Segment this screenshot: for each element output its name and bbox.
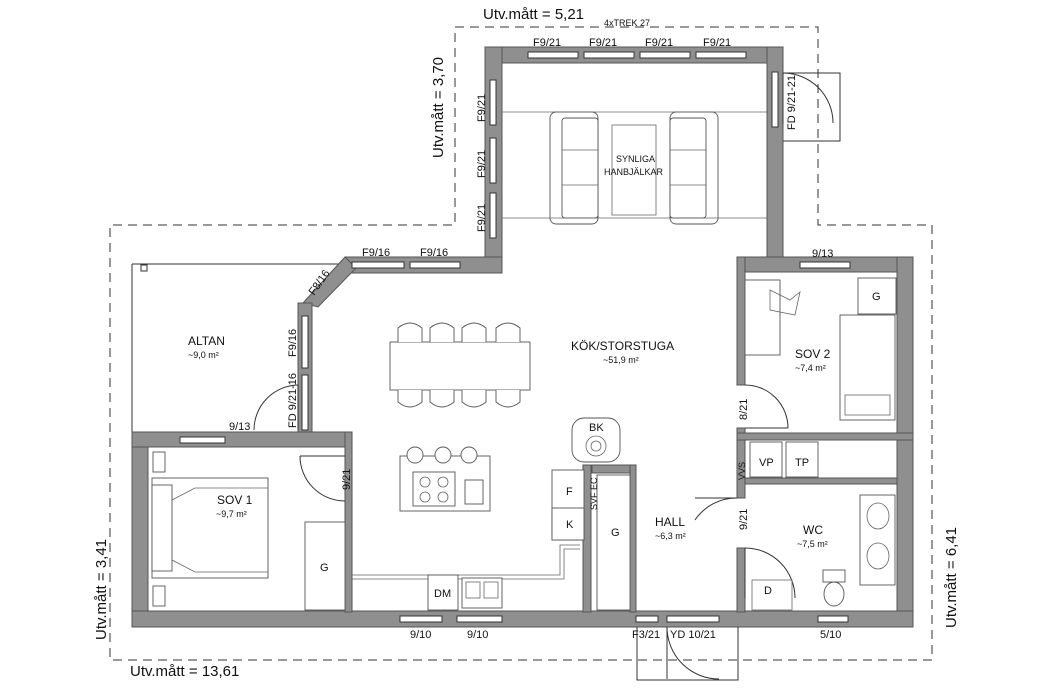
room-area-wc: ~7,5 m² bbox=[797, 539, 828, 549]
beams-label: 4xTREK 27 bbox=[604, 18, 650, 28]
door-label: 8/21 bbox=[738, 399, 750, 420]
ceiling-note: SYNLIGA bbox=[616, 154, 655, 164]
window-label: F9/21 bbox=[476, 94, 488, 122]
fixture-label: D bbox=[764, 585, 772, 597]
wardrobe-sov1 bbox=[304, 521, 346, 611]
wc-fixtures bbox=[751, 494, 896, 611]
fixture-label: G bbox=[611, 527, 620, 539]
door-label: 9/21 bbox=[738, 509, 750, 530]
laundry bbox=[749, 441, 819, 478]
room-area-sov1: ~9,7 m² bbox=[216, 509, 247, 519]
windows bbox=[179, 51, 851, 623]
beams bbox=[502, 111, 767, 219]
window-label: 9/10 bbox=[467, 629, 488, 641]
window-label: FD 9/21-16 bbox=[287, 373, 299, 428]
labels: Utv.mått = 5,21 Utv.mått = 3,70 Utv.mått… bbox=[93, 6, 960, 680]
dim-top: Utv.mått = 5,21 bbox=[483, 6, 584, 23]
window-label: F9/16 bbox=[287, 329, 299, 357]
room-area-sov2: ~7,4 m² bbox=[795, 363, 826, 373]
room-name-kok: KÖK/STORSTUGA bbox=[571, 339, 674, 353]
sofa-right bbox=[669, 111, 719, 225]
window-label: F9/21 bbox=[589, 37, 617, 49]
window-label: F9/21 bbox=[645, 37, 673, 49]
window-label: F9/16 bbox=[362, 247, 390, 259]
window-label: 9/13 bbox=[812, 248, 833, 260]
room-name-hall: HALL bbox=[655, 515, 685, 529]
window-label: 5/10 bbox=[820, 629, 841, 641]
window-label: F3/21 bbox=[632, 629, 660, 641]
dim-left-upper: Utv.mått = 3,70 bbox=[430, 57, 447, 158]
window-label: F9/21 bbox=[476, 204, 488, 232]
kitchen-island bbox=[399, 446, 491, 512]
ceiling-note: HANBJÄLKAR bbox=[604, 167, 664, 177]
door-label: 9/21 bbox=[341, 469, 353, 490]
hall-closet bbox=[596, 474, 631, 611]
bed-sov1 bbox=[151, 451, 269, 607]
kitchen-counter bbox=[352, 469, 585, 611]
fixture-label: G bbox=[872, 291, 881, 303]
room-area-altan: ~9,0 m² bbox=[188, 350, 219, 360]
window-label: F9/21 bbox=[533, 37, 561, 49]
room-name-sov1: SOV 1 bbox=[217, 493, 253, 507]
room-area-hall: ~6,3 m² bbox=[655, 531, 686, 541]
dim-left-lower: Utv.mått = 3,41 bbox=[93, 539, 110, 640]
window-label: YD 10/21 bbox=[670, 629, 716, 641]
room-name-sov2: SOV 2 bbox=[795, 347, 831, 361]
outer-dimension-lines bbox=[109, 26, 933, 661]
window-label: F9/21 bbox=[703, 37, 731, 49]
room-area-kok: ~51,9 m² bbox=[603, 355, 639, 365]
dining-set bbox=[389, 322, 531, 408]
fixture-label: DM bbox=[434, 588, 451, 600]
window-label: FD 9/21-21 bbox=[786, 75, 798, 130]
window-label: 9/10 bbox=[410, 629, 431, 641]
fixture-label: BK bbox=[589, 422, 604, 434]
dim-right: Utv.mått = 6,41 bbox=[943, 527, 960, 628]
room-name-wc: WC bbox=[803, 523, 823, 537]
dim-bottom: Utv.mått = 13,61 bbox=[130, 663, 239, 680]
stove bbox=[571, 417, 621, 463]
window-label: F9/21 bbox=[476, 150, 488, 178]
fixture-label: VP bbox=[759, 457, 774, 469]
fixture-label: G bbox=[320, 562, 329, 574]
window-label: F9/16 bbox=[420, 247, 448, 259]
fixture-label: TP bbox=[795, 457, 809, 469]
fixture-label: K bbox=[566, 519, 574, 531]
coffee-table bbox=[611, 124, 657, 216]
fixture-label: F bbox=[566, 486, 573, 498]
room-name-altan: ALTAN bbox=[188, 334, 225, 348]
fixture-label: VVS bbox=[737, 462, 747, 480]
fixture-label: SVF EC bbox=[589, 477, 599, 510]
sov2-furniture bbox=[744, 277, 897, 421]
doors bbox=[253, 72, 841, 681]
furniture bbox=[151, 111, 897, 611]
altan-outline bbox=[131, 263, 345, 432]
sofa-left bbox=[549, 111, 599, 225]
window-label: 9/13 bbox=[229, 421, 250, 433]
